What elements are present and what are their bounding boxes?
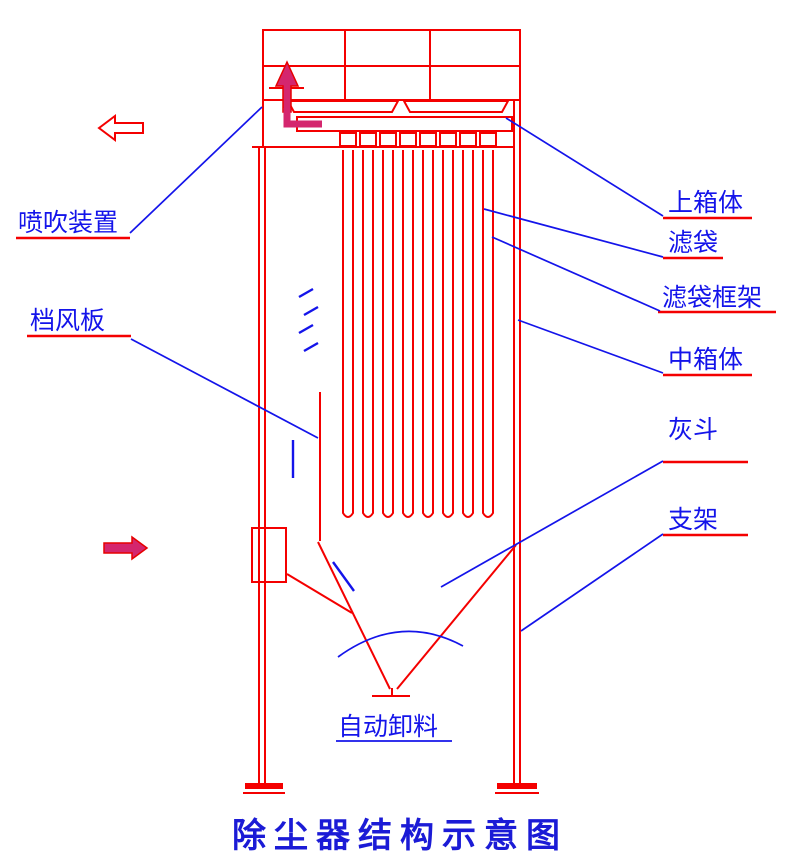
filter-bag <box>422 150 434 518</box>
leader-filter-bag <box>483 208 664 258</box>
label-underlines <box>16 216 776 537</box>
pulse-elbow-pipe <box>283 108 322 128</box>
filter-bag <box>382 150 394 518</box>
leader-baffle-plate <box>130 338 319 439</box>
material-level-arc <box>337 630 464 658</box>
leader-bag-cage <box>491 236 661 312</box>
bag-caps <box>339 132 497 147</box>
leader-support-frame <box>520 533 664 632</box>
filter-bag <box>462 150 474 518</box>
diagram-title: 除尘器结构示意图 <box>232 816 568 855</box>
annotation-layer <box>129 106 664 742</box>
inlet-flow-mark <box>332 561 355 592</box>
inlet-duct <box>251 527 353 614</box>
label-support-frame: 支架 <box>668 506 718 534</box>
label-baffle-plate: 档风板 <box>30 307 105 335</box>
filter-bag <box>342 150 354 518</box>
label-ash-hopper: 灰斗 <box>668 416 718 444</box>
leader-upper-box <box>505 117 664 217</box>
inlet-arrow-icon <box>103 535 149 561</box>
flow-marks <box>298 287 319 353</box>
label-filter-bag: 滤袋 <box>668 229 718 257</box>
pipe-layer <box>103 60 322 561</box>
label-middle-box: 中箱体 <box>668 346 743 374</box>
filter-bag <box>362 150 374 518</box>
ash-hopper <box>317 541 517 697</box>
outlet-arrow-icon <box>97 114 144 142</box>
label-bag-cage: 滤袋框架 <box>662 284 762 312</box>
blow-pipe-header <box>296 116 513 132</box>
filter-bags <box>342 150 494 518</box>
label-pulse-device: 喷吹装置 <box>18 209 118 237</box>
leader-middle-box <box>517 319 664 374</box>
body-walls-and-legs <box>258 30 521 783</box>
filter-bag <box>402 150 414 518</box>
leader-ash-hopper <box>440 460 664 588</box>
filter-bag <box>482 150 494 518</box>
label-upper-box: 上箱体 <box>668 189 743 217</box>
filter-bag <box>442 150 454 518</box>
leader-lines <box>129 106 664 632</box>
leader-pulse-device <box>129 106 263 234</box>
structure-layer <box>16 29 776 794</box>
label-auto-discharge: 自动卸料 <box>338 713 438 741</box>
labels: 喷吹装置 档风板 上箱体 滤袋 滤袋框架 中箱体 灰斗 支架 自动卸料 <box>18 189 762 741</box>
support-feet <box>243 783 539 794</box>
